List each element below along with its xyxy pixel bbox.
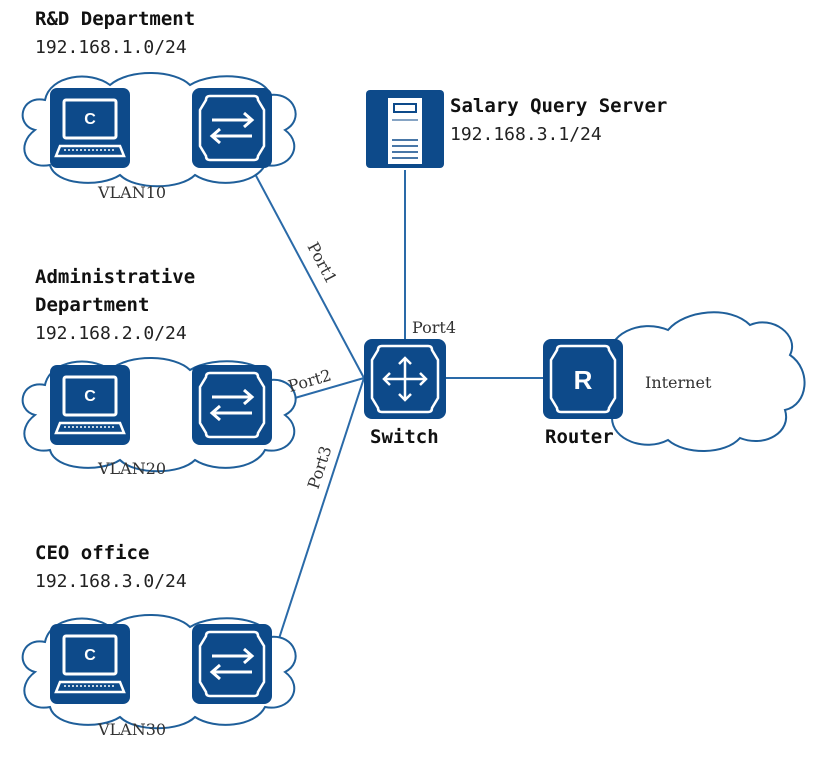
switch-label: Switch [370, 426, 439, 448]
port2-label: Port2 [286, 365, 334, 395]
pc-icon [48, 622, 132, 706]
server-icon [366, 90, 444, 168]
router-label: Router [545, 426, 614, 448]
router-icon [543, 339, 623, 419]
group2-name-line1: Administrative [35, 266, 195, 288]
group3-name: CEO office [35, 542, 149, 564]
group1-name: R&D Department [35, 8, 195, 30]
router-letter: R [574, 365, 593, 395]
group2-name-line2: Department [35, 294, 149, 316]
core-switch-icon [364, 339, 446, 419]
vlan30-label: VLAN30 [97, 720, 166, 739]
internet-label: Internet [645, 373, 712, 392]
pc-letter: C [84, 388, 96, 405]
port3-label: Port3 [304, 444, 336, 492]
switch-icon [190, 86, 274, 170]
link-port3 [271, 377, 365, 661]
pc-icon [48, 86, 132, 170]
vlan20-label: VLAN20 [97, 459, 166, 478]
group3-subnet: 192.168.3.0/24 [35, 571, 187, 592]
server-ip: 192.168.3.1/24 [450, 124, 602, 145]
group1-subnet: 192.168.1.0/24 [35, 37, 187, 58]
pc-icon [48, 363, 132, 447]
switch-icon [190, 622, 274, 706]
internet-cloud [592, 311, 806, 452]
port1-label: Port1 [303, 239, 340, 287]
server-name: Salary Query Server [450, 95, 667, 117]
pc-letter: C [84, 647, 96, 664]
switch-icon [190, 363, 274, 447]
group2-subnet: 192.168.2.0/24 [35, 323, 187, 344]
link-port1 [253, 171, 365, 379]
pc-letter: C [84, 111, 96, 128]
vlan10-label: VLAN10 [97, 183, 166, 202]
port4-label: Port4 [412, 318, 456, 337]
